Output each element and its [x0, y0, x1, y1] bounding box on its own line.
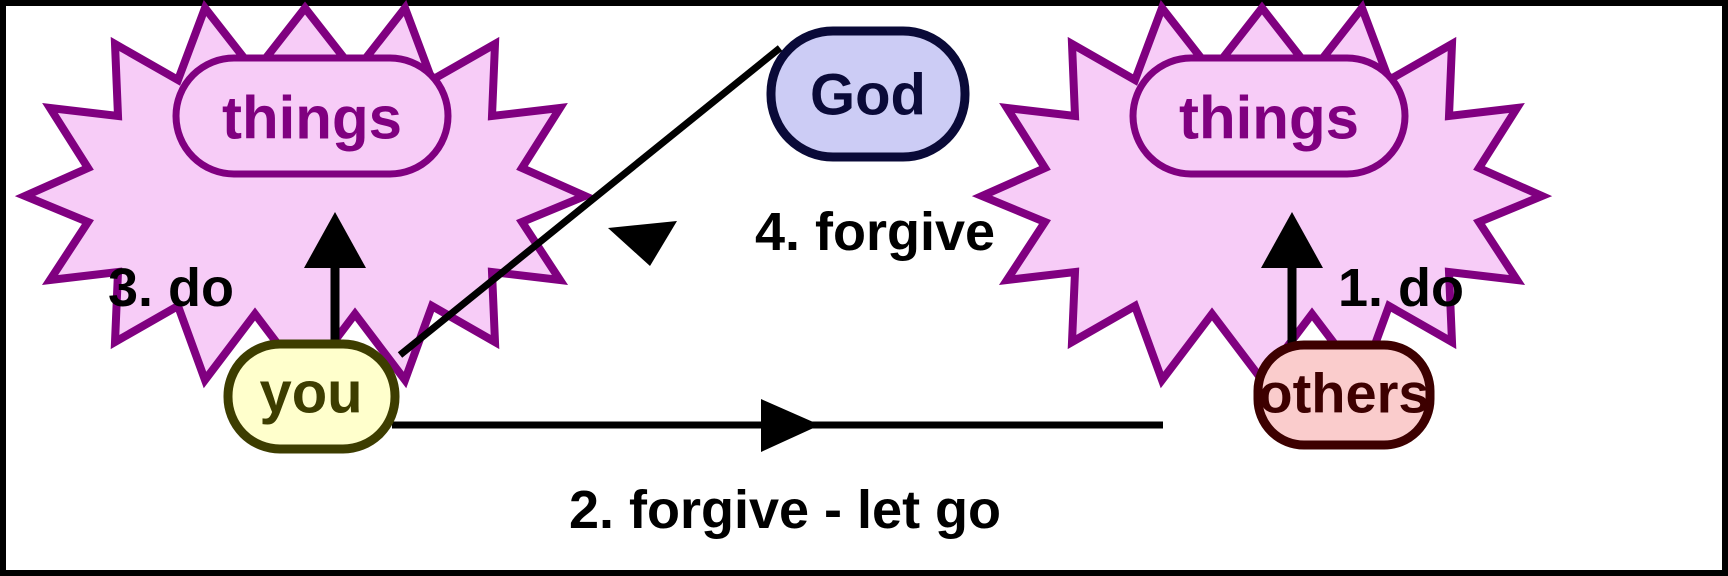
- node-things-right[interactable]: things: [971, 0, 1553, 389]
- node-god[interactable]: God: [766, 26, 970, 162]
- edge-others-to-things[interactable]: 1. do: [1261, 212, 1464, 368]
- edge-you-to-things[interactable]: 3. do: [108, 212, 366, 370]
- edge-4-label: 4. forgive: [755, 202, 995, 262]
- edge-2-label: 2. forgive - let go: [569, 480, 1001, 540]
- edge-god-to-you[interactable]: 4. forgive: [397, 45, 995, 358]
- edge-2-arrowhead: [761, 399, 820, 452]
- you-box: [223, 339, 400, 454]
- others-box: [1253, 340, 1435, 450]
- things-left-label: things: [222, 85, 402, 152]
- things-right-label: things: [1179, 85, 1359, 152]
- you-label: you: [259, 361, 362, 426]
- edge-3-label: 3. do: [108, 258, 234, 318]
- things-right-pill: [1129, 54, 1409, 178]
- edge-4-arrowhead: [608, 221, 677, 266]
- node-you[interactable]: you: [223, 339, 400, 454]
- edge-3-arrowhead: [304, 212, 366, 268]
- edge-you-to-others[interactable]: 2. forgive - let go: [392, 399, 1163, 540]
- node-things-left[interactable]: things: [14, 0, 596, 389]
- node-others[interactable]: others: [1253, 340, 1435, 450]
- edge-4-line: [397, 45, 783, 358]
- things-left-pill: [172, 54, 452, 178]
- others-label: others: [1258, 362, 1429, 425]
- god-label: God: [810, 63, 926, 128]
- edge-1-label: 1. do: [1338, 258, 1464, 318]
- edge-1-arrowhead: [1261, 212, 1323, 268]
- god-box: [766, 26, 970, 162]
